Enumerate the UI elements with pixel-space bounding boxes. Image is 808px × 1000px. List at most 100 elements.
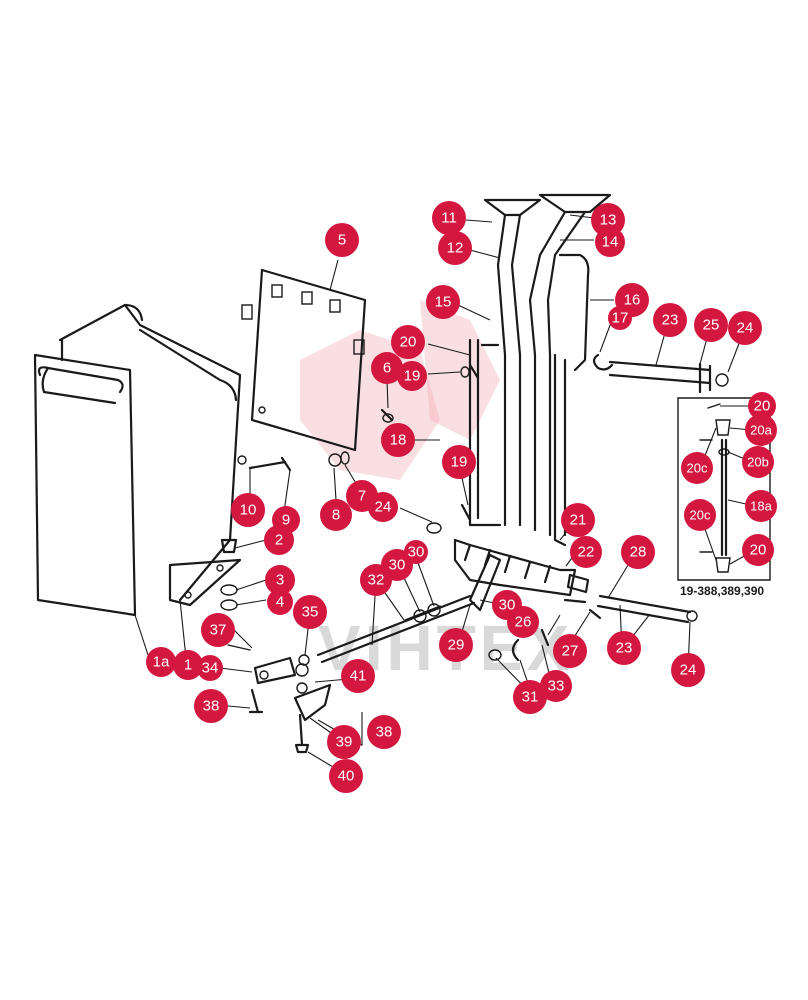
svg-text:20c: 20c (690, 508, 711, 523)
callout-24-mid: 24 (368, 492, 398, 522)
callout-3: 3 (265, 565, 295, 595)
control-rod (316, 594, 476, 664)
svg-text:19: 19 (451, 454, 468, 471)
svg-text:9: 9 (282, 512, 290, 529)
svg-text:41: 41 (350, 668, 367, 685)
svg-text:15: 15 (435, 294, 452, 311)
callout-23-upper: 23 (653, 303, 687, 337)
svg-text:20c: 20c (687, 461, 708, 476)
svg-text:12: 12 (447, 240, 464, 257)
svg-text:5: 5 (338, 232, 346, 249)
lever-linkage-block (453, 538, 577, 612)
callout-20a: 20a (745, 414, 777, 446)
callout-28: 28 (621, 535, 655, 569)
callout-30-right: 30 (492, 590, 522, 620)
callout-25: 25 (694, 308, 728, 342)
callout-20-inset-top: 20 (748, 392, 776, 420)
svg-text:20b: 20b (747, 455, 769, 470)
callout-9: 9 (272, 506, 300, 534)
svg-text:23: 23 (662, 312, 679, 329)
callout-15: 15 (426, 285, 460, 319)
callout-6: 6 (371, 352, 403, 384)
svg-text:24: 24 (737, 320, 754, 337)
svg-text:24: 24 (375, 499, 392, 516)
svg-text:11: 11 (441, 210, 457, 227)
svg-text:34: 34 (202, 660, 219, 677)
svg-text:2: 2 (275, 532, 283, 549)
callout-21: 21 (561, 503, 595, 537)
svg-text:21: 21 (570, 512, 587, 529)
inset-detail: 19-388,389,390 (677, 397, 771, 598)
svg-text:27: 27 (562, 643, 579, 660)
back-plate (241, 268, 367, 452)
svg-text:20: 20 (750, 542, 767, 559)
svg-text:33: 33 (548, 678, 565, 695)
svg-text:16: 16 (624, 292, 641, 309)
svg-text:20: 20 (400, 334, 417, 351)
callout-30-mid: 30 (404, 540, 428, 564)
callout-33: 33 (540, 670, 572, 702)
callout-1a: 1a (146, 647, 176, 677)
svg-text:31: 31 (522, 689, 539, 706)
svg-text:30: 30 (389, 557, 406, 574)
svg-text:1a: 1a (153, 654, 170, 671)
callout-38-left: 38 (194, 689, 228, 723)
svg-text:39: 39 (336, 734, 353, 751)
callout-17: 17 (608, 306, 632, 330)
svg-text:23: 23 (616, 640, 633, 657)
svg-text:22: 22 (578, 544, 595, 561)
svg-text:1: 1 (184, 657, 192, 674)
svg-text:4: 4 (276, 594, 284, 611)
svg-text:17: 17 (612, 310, 629, 327)
svg-text:20a: 20a (750, 423, 772, 438)
svg-text:18a: 18a (750, 499, 772, 514)
callout-29: 29 (439, 628, 473, 662)
svg-text:38: 38 (203, 698, 220, 715)
callout-20c-bottom: 20c (684, 499, 716, 531)
callout-32: 32 (360, 564, 392, 596)
callout-20b: 20b (742, 446, 774, 478)
callout-23-lower: 23 (607, 631, 641, 665)
fasteners (220, 363, 602, 666)
callout-1: 1 (173, 650, 203, 680)
callout-8: 8 (320, 499, 352, 531)
callout-35: 35 (293, 595, 327, 629)
control-levers (468, 193, 612, 547)
svg-text:14: 14 (602, 234, 619, 251)
callout-27: 27 (553, 634, 587, 668)
callout-31: 31 (513, 680, 547, 714)
callout-4: 4 (267, 589, 293, 615)
callout-41: 41 (341, 659, 375, 693)
svg-text:20: 20 (754, 398, 771, 415)
svg-text:10: 10 (240, 502, 257, 519)
callout-11: 11 (432, 201, 466, 235)
svg-text:6: 6 (383, 360, 391, 377)
callout-22: 22 (570, 536, 602, 568)
control-housing (33, 303, 242, 617)
callout-10: 10 (231, 493, 265, 527)
callout-12: 12 (438, 231, 472, 265)
callout-38-right: 38 (367, 715, 401, 749)
svg-text:26: 26 (515, 614, 532, 631)
callout-18: 18 (381, 423, 415, 457)
svg-text:40: 40 (338, 768, 355, 785)
svg-text:13: 13 (600, 212, 617, 229)
clevis-assembly (227, 644, 332, 754)
svg-text:7: 7 (358, 488, 366, 505)
inset-reference: 19-388,389,390 (680, 584, 764, 598)
callout-20-main: 20 (391, 325, 425, 359)
svg-text:32: 32 (368, 572, 385, 589)
svg-text:28: 28 (630, 544, 647, 561)
callout-18a: 18a (745, 490, 777, 522)
svg-text:35: 35 (302, 604, 319, 621)
svg-text:38: 38 (376, 724, 393, 741)
callouts: 1a 1 2 3 4 5 6 7 8 9 10 11 12 13 14 15 1… (146, 201, 777, 793)
svg-text:30: 30 (408, 544, 425, 561)
callout-19-lower: 19 (442, 445, 476, 479)
svg-text:19: 19 (404, 368, 421, 385)
svg-text:24: 24 (680, 662, 697, 679)
callout-40: 40 (329, 759, 363, 793)
svg-text:25: 25 (703, 317, 720, 334)
svg-text:37: 37 (210, 622, 227, 639)
